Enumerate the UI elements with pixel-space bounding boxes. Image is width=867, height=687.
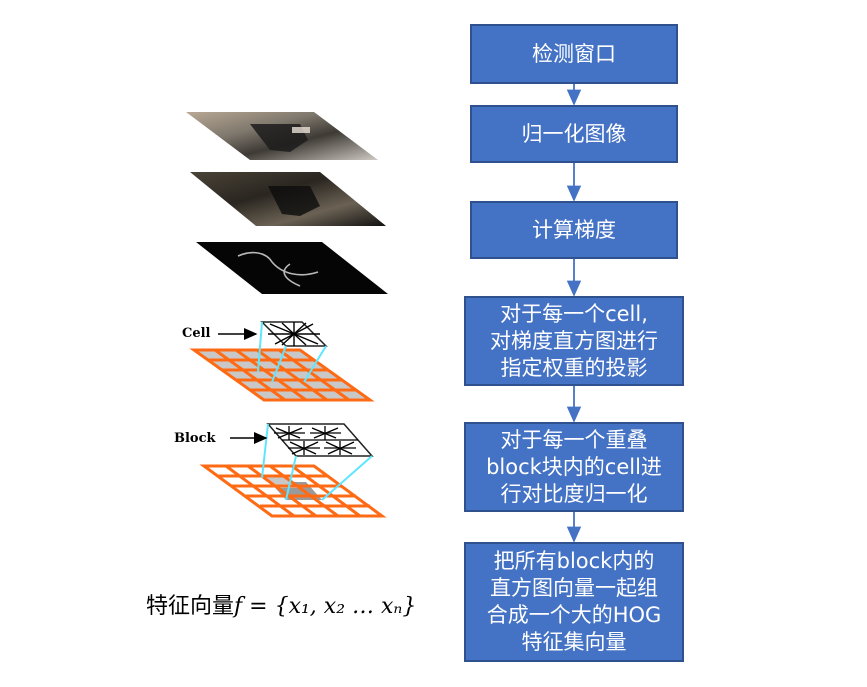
step-hog-feature-vector: 把所有block内的 直方图向量一起组 合成一个大的HOG 特征集向量: [464, 542, 684, 662]
cell-histogram: [260, 321, 328, 347]
step-block-contrast-normalization: 对于每一个重叠 block块内的cell进 行对比度归一化: [464, 422, 684, 512]
cell-grid: [189, 348, 375, 402]
cell-connectors: [257, 321, 327, 383]
block-grid: [199, 464, 387, 518]
formula-expression: f = {x₁, x₂ … xₙ}: [234, 594, 417, 619]
block-label: Block: [174, 431, 216, 446]
step-compute-gradient: 计算梯度: [470, 201, 678, 259]
feature-vector-formula: 特征向量f = {x₁, x₂ … xₙ}: [146, 588, 416, 620]
layer-input-image: [186, 112, 378, 160]
step-cell-histogram-projection: 对于每一个cell, 对梯度直方图进行 指定权重的投影: [464, 296, 684, 386]
cell-label: Cell: [182, 326, 211, 341]
block-histogram: [266, 423, 374, 457]
formula-prefix: 特征向量: [146, 594, 235, 619]
layer-gradient-image: [196, 242, 388, 294]
step-detection-window: 检测窗口: [470, 24, 678, 84]
layer-normalized-image: [190, 172, 386, 226]
step-normalize-image: 归一化图像: [470, 105, 678, 163]
